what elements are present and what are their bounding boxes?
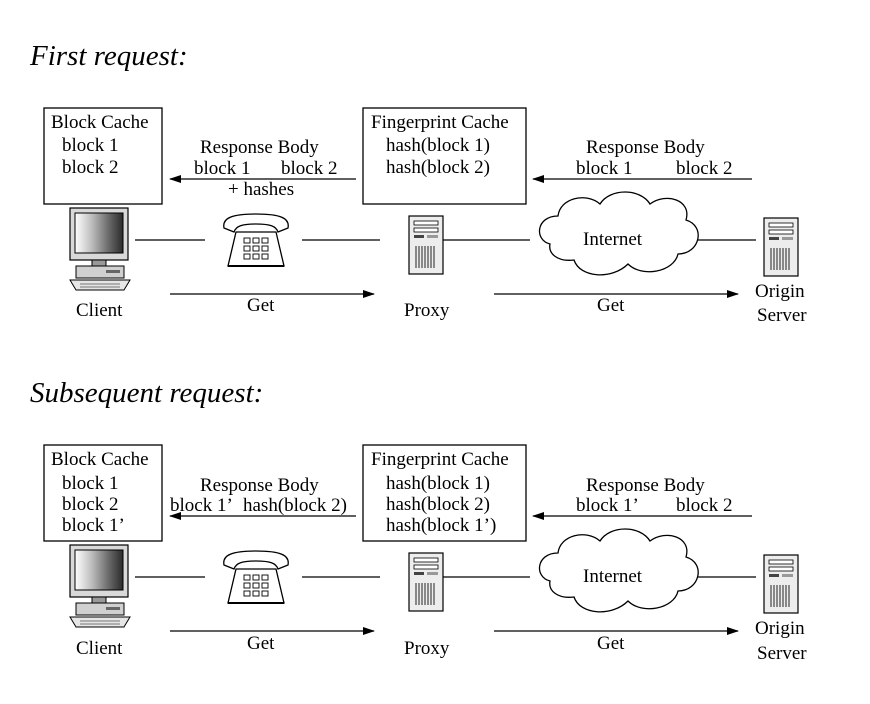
fingerprint-cache-title: Fingerprint Cache [371, 449, 509, 470]
response-block: block 1’ [170, 495, 233, 516]
panel-title: First request: [29, 40, 188, 72]
fingerprint-cache-title: Fingerprint Cache [371, 112, 509, 133]
origin-label: Origin [755, 281, 805, 302]
internet-label: Internet [583, 229, 643, 250]
block-cache-line: block 1 [62, 473, 118, 494]
get-label: Get [247, 295, 275, 316]
panel-first-request: First request: Block Cache block 1 block… [29, 40, 807, 326]
response-hashes: + hashes [228, 179, 294, 200]
proxy-server-icon [408, 552, 444, 612]
block-cache-title: Block Cache [51, 449, 149, 470]
response-hash: hash(block 2) [243, 495, 347, 516]
client-label: Client [76, 300, 123, 321]
response-block: block 1’ [576, 495, 639, 516]
origin-label: Server [757, 643, 807, 664]
response-title: Response Body [200, 137, 319, 158]
panel-title: Subsequent request: [30, 377, 263, 409]
get-label: Get [597, 633, 625, 654]
origin-server-icon [763, 217, 799, 277]
client-block-cache: Block Cache block 1 block 2 block 1’ [43, 444, 163, 542]
proxy-label: Proxy [404, 300, 450, 321]
client-label: Client [76, 638, 123, 659]
telephone-icon [222, 550, 290, 604]
block-cache-line: block 2 [62, 494, 118, 515]
block-cache-line: block 2 [62, 157, 118, 178]
fingerprint-line: hash(block 2) [386, 157, 490, 178]
fingerprint-cache: Fingerprint Cache hash(block 1) hash(blo… [362, 444, 527, 542]
origin-server-icon [763, 554, 799, 614]
block-cache-line: block 1 [62, 135, 118, 156]
block-cache-title: Block Cache [51, 112, 149, 133]
fingerprint-cache: Fingerprint Cache hash(block 1) hash(blo… [362, 107, 527, 205]
fingerprint-line: hash(block 1) [386, 473, 490, 494]
response-block: block 1 [194, 158, 250, 179]
response-block: block 2 [676, 158, 732, 179]
origin-label: Server [757, 305, 807, 326]
fingerprint-line: hash(block 2) [386, 494, 490, 515]
left-response-body: Response Body block 1 block 2 + hashes [169, 137, 356, 200]
right-response-body: Response Body block 1 block 2 [532, 137, 752, 183]
proxy-server-icon [408, 215, 444, 275]
client-computer-icon [69, 207, 131, 291]
panel-subsequent-request: Subsequent request: Block Cache block 1 … [30, 377, 807, 664]
client-block-cache: Block Cache block 1 block 2 [43, 107, 163, 205]
fingerprint-line: hash(block 1) [386, 135, 490, 156]
fingerprint-line: hash(block 1’) [386, 515, 496, 536]
proxy-label: Proxy [404, 638, 450, 659]
get-label: Get [247, 633, 275, 654]
response-block: block 2 [676, 495, 732, 516]
right-response-body: Response Body block 1’ block 2 [532, 475, 752, 520]
left-response-body: Response Body block 1’ hash(block 2) [169, 475, 356, 520]
telephone-icon [222, 213, 290, 267]
origin-label: Origin [755, 618, 805, 639]
block-cache-line: block 1’ [62, 515, 125, 536]
response-title: Response Body [586, 137, 705, 158]
internet-label: Internet [583, 566, 643, 587]
get-label: Get [597, 295, 625, 316]
response-title: Response Body [200, 475, 319, 496]
response-title: Response Body [586, 475, 705, 496]
response-block: block 2 [281, 158, 337, 179]
response-block: block 1 [576, 158, 632, 179]
client-computer-icon [69, 544, 131, 628]
